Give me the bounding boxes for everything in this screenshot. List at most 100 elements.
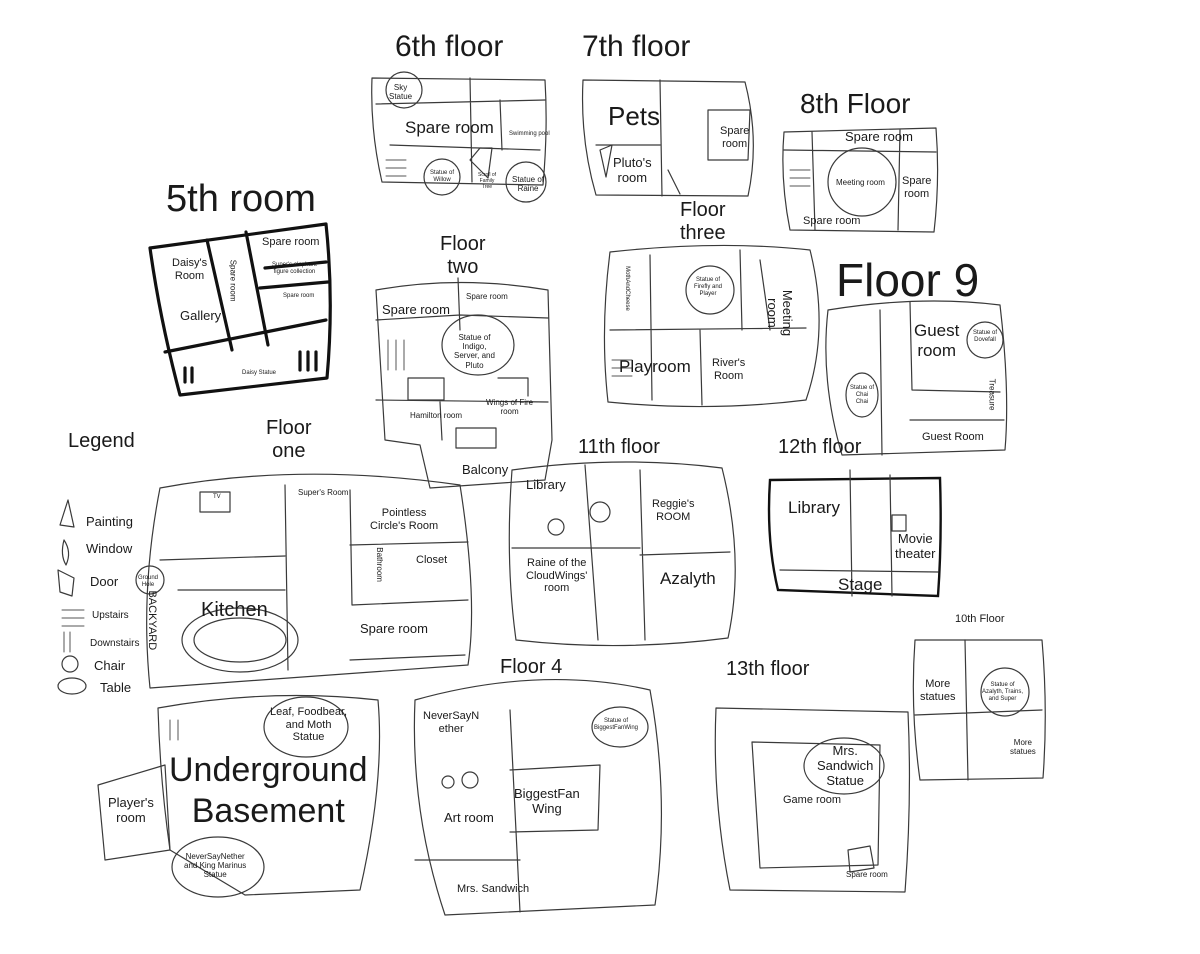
statue-of-azalyth-trains-super-label: Statue of Azalyth, Trains, and Super — [982, 682, 1024, 702]
statue-of-dovefall-label: Statue of Dovefall — [973, 330, 998, 343]
floor-two-outline — [375, 277, 553, 489]
art-room-label: Art room — [444, 810, 494, 825]
downstairs-icon — [63, 631, 71, 653]
mrs-sandwich-statue-label: Mrs. Sandwich Statue — [817, 743, 874, 788]
playroom-label: Playroom — [619, 357, 691, 376]
treasure-label: Treasure — [987, 378, 997, 411]
game-room-label: Game room — [783, 794, 842, 806]
eighth-spare-room-bottom-label: Spare room — [803, 215, 861, 227]
seventh-floor-title: 7th floor — [582, 30, 691, 63]
daisy-statue-label: Daisy Statue — [242, 370, 277, 376]
legend-painting-label: Painting — [86, 514, 133, 529]
more-statues-left-label: More statues — [920, 678, 956, 703]
elephant-figure-collection-label: Super's elephant figure collection — [272, 262, 317, 275]
movie-theater-label: Movie theater — [895, 531, 936, 561]
tenth-floor-outline — [912, 639, 1046, 781]
statue-of-indigo-label: Statue of Indigo, Server, and Pluto — [454, 333, 495, 370]
pointless-circles-room-label: Pointless Circle's Room — [370, 507, 439, 532]
fifth-spare-room-top-label: Spare room — [262, 236, 320, 248]
door-icon — [57, 569, 75, 597]
floor-two-title: Floor two — [440, 233, 486, 278]
mrs-sandwich-label: Mrs. Sandwich — [457, 883, 530, 895]
legend-icons — [57, 499, 87, 695]
floor-one-spare-room-label: Spare room — [360, 621, 428, 636]
floor-four-title: Floor 4 — [500, 656, 563, 678]
bathroom-label: Bathroom — [374, 547, 384, 582]
meeting-room-label: Meeting room — [836, 178, 885, 187]
upstairs-icon — [61, 609, 85, 627]
guest-room-label: Guest room — [914, 321, 960, 360]
statue-of-raine-label: Statue of Raine — [512, 175, 545, 194]
legend-door-label: Door — [90, 574, 119, 589]
floor-three-title: Floor three — [680, 199, 726, 244]
floor-nine-title: Floor 9 — [836, 254, 980, 306]
thirteenth-spare-room-label: Spare room — [846, 870, 888, 879]
statue-of-biggestfanwing-label: Statue of BiggestFanWing — [594, 718, 639, 731]
closet-label: Closet — [416, 554, 448, 566]
neversaynether-king-marinus-statue-label: NeverSayNether and King Marinus Statue — [184, 852, 247, 880]
rivers-room-label: River's Room — [712, 357, 746, 382]
legend-chair-label: Chair — [94, 658, 126, 673]
basement-outline — [97, 694, 381, 898]
sixth-floor-title: 6th floor — [395, 30, 504, 63]
raine-cloudwings-room-label: Raine of the CloudWings' room — [526, 557, 588, 595]
twelfth-floor-outline — [767, 469, 942, 598]
sixth-spare-room-label: Spare room — [405, 118, 494, 137]
mothandcheese-label: MothAndCheese — [623, 266, 630, 311]
sky-statue-label: Sky Statue — [389, 83, 413, 102]
plutos-room-label: Pluto's room — [613, 155, 652, 185]
leaf-foodbear-moth-statue-label: Leaf, Foodbear, and Moth Statue — [270, 706, 348, 744]
painting-icon — [59, 499, 75, 528]
fifth-spare-room-vertical-label: Spare room — [228, 259, 238, 302]
ground-hole-label: Ground Hole — [138, 575, 159, 588]
statue-of-willow-label: Statue of Willow — [430, 170, 455, 183]
azalyth-label: Azalyth — [660, 569, 716, 588]
twelfth-floor-title: 12th floor — [778, 436, 862, 458]
eighth-spare-room-right-label: Spare room — [902, 175, 932, 200]
legend-table-label: Table — [100, 680, 132, 695]
eleventh-floor-title: 11th floor — [578, 436, 660, 458]
gallery-label: Gallery — [180, 308, 222, 323]
reggies-room-label: Reggie's ROOM — [652, 498, 695, 523]
floor-four-outline — [413, 679, 662, 916]
legend-window-label: Window — [86, 541, 133, 556]
fifth-spare-room-small-label: Spare room — [283, 293, 315, 299]
tv-label: TV — [213, 494, 221, 500]
sixth-floor-outline — [371, 71, 547, 203]
underground-basement-title: Underground Basement — [169, 751, 368, 830]
more-statues-right-label: More statues — [1010, 738, 1036, 757]
eighth-floor-outline — [782, 127, 939, 233]
meeting-room-floor-three-label: Meeting room — [765, 289, 796, 337]
eighth-floor-title: 8th Floor — [800, 88, 911, 119]
swimming-pool-label: Swimming pool — [509, 131, 550, 137]
fifth-room-title: 5th room — [166, 178, 316, 220]
hamilton-room-label: Hamilton room — [410, 411, 463, 420]
floor-one-outline — [135, 473, 473, 689]
floor-two-spare-room-right-label: Spare room — [466, 292, 508, 301]
eighth-spare-room-top-label: Spare room — [845, 129, 913, 144]
window-icon — [61, 539, 70, 566]
legend-upstairs-label: Upstairs — [92, 610, 129, 621]
floor-two-spare-room-left-label: Spare room — [382, 302, 450, 317]
neversaynether-label: NeverSayN ether — [423, 710, 480, 735]
daisys-room-label: Daisy's Room — [172, 257, 208, 282]
statue-of-firefly-label: Statue of Firefly and Player — [694, 277, 723, 297]
twelfth-library-label: Library — [788, 498, 840, 517]
tenth-floor-title: 10th Floor — [955, 613, 1005, 625]
floor-nine-outline — [825, 300, 1008, 456]
thirteenth-floor-outline — [714, 707, 911, 893]
seventh-spare-room-label: Spare room — [720, 125, 750, 150]
legend-title: Legend — [68, 430, 135, 452]
balcony-label: Balcony — [462, 462, 509, 477]
supers-room-label: Super's Room — [298, 488, 349, 497]
backyard-label: BACKYARD — [146, 590, 159, 651]
kitchen-label: Kitchen — [201, 599, 268, 621]
fifth-room-outline — [148, 222, 332, 397]
stage-label: Stage — [838, 575, 883, 594]
biggestfan-wing-label: BiggestFan Wing — [514, 786, 580, 816]
scroll-of-family-tree-label: Scroll of Family Tree — [478, 172, 497, 190]
floor-three-outline — [603, 244, 820, 408]
guest-room-bottom-label: Guest Room — [922, 431, 984, 443]
